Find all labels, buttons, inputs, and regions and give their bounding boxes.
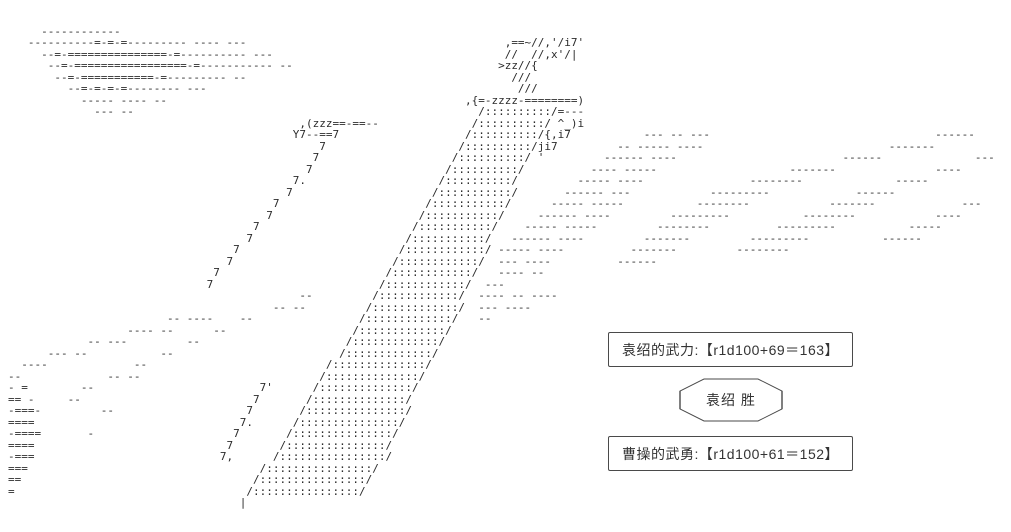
roll-result-box-caocao: 曹操的武勇:【r1d100+61＝152】 <box>608 436 853 471</box>
roll-result-text-caocao: 曹操的武勇:【r1d100+61＝152】 <box>621 445 840 462</box>
roll-result-box-yuanshao: 袁绍的武力:【r1d100+69＝163】 <box>608 332 853 367</box>
verdict-text: 袁绍 胜 <box>706 392 756 408</box>
ascii-art-scene: ------------ ----------=-=-=--------- --… <box>8 24 995 509</box>
verdict-box: 袁绍 胜 <box>679 378 783 422</box>
verdict-hexagon-outline <box>679 378 783 422</box>
roll-result-text-yuanshao: 袁绍的武力:【r1d100+69＝163】 <box>621 341 840 358</box>
